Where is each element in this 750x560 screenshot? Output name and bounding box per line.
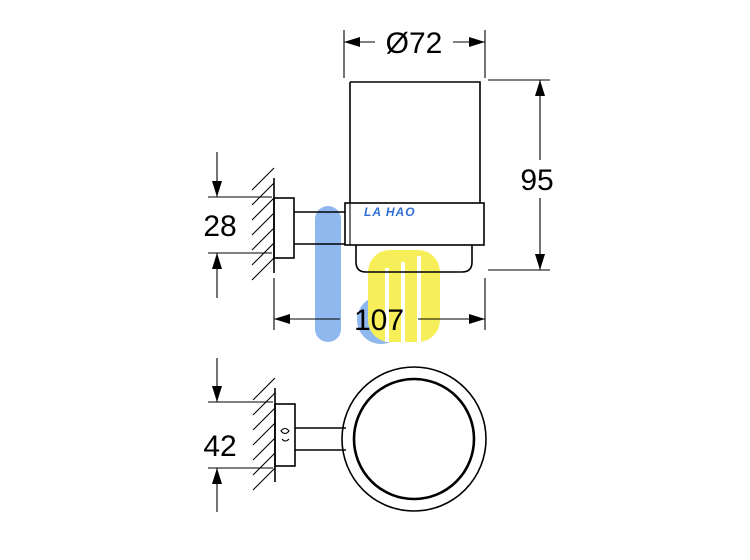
side-view [251, 81, 485, 281]
brand-mark-icon [280, 427, 290, 442]
dim-diameter-label: Ø72 [386, 27, 443, 60]
dim-height: 95 [488, 79, 554, 271]
top-view [252, 366, 487, 512]
dim-mount-top: 42 [203, 358, 273, 512]
dim-height-label: 95 [520, 164, 553, 197]
holder-ring-outer [341, 366, 487, 512]
logo-text: LA HAO [364, 205, 416, 219]
mount-plate-side [273, 197, 295, 259]
wall-hatching-side [251, 167, 275, 281]
wall-hatching-top [252, 377, 276, 491]
holder-ring-side [344, 202, 485, 246]
dim-diameter: Ø72 [343, 27, 486, 78]
glass-cup-side [349, 81, 481, 203]
dim-mount-side: 28 [203, 152, 272, 298]
logo-blue-bar [315, 206, 341, 342]
holder-ring-inner [352, 377, 476, 501]
dim-mount-side-label: 28 [203, 210, 236, 243]
dim-projection-label: 107 [354, 304, 404, 337]
dim-mount-top-label: 42 [203, 430, 236, 463]
dim-projection: 107 [273, 278, 486, 337]
mount-plate-top [274, 403, 296, 467]
watermark-logo: LA HAO [315, 205, 440, 344]
